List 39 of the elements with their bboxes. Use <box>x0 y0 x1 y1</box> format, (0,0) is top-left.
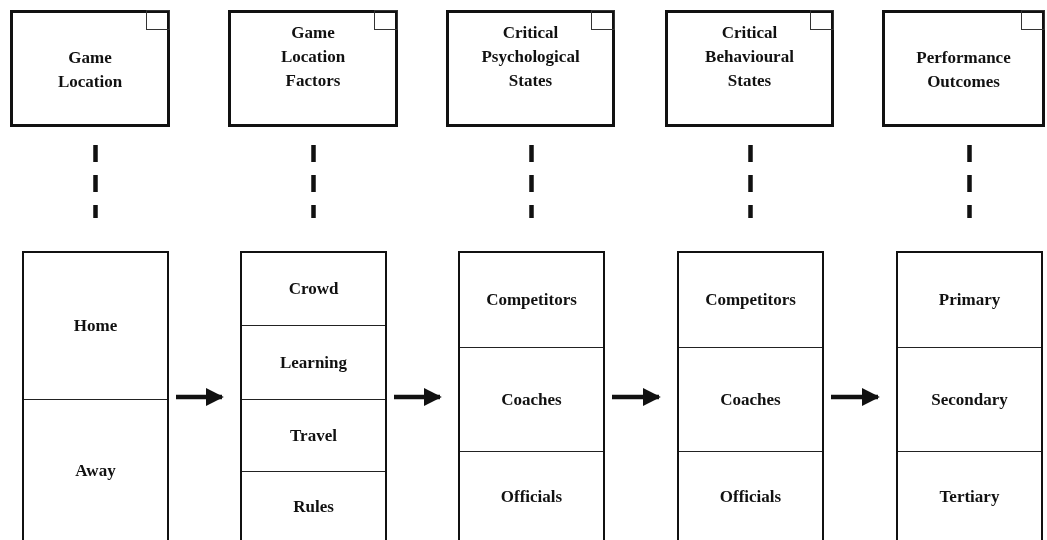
cell-label: Primary <box>938 290 1001 310</box>
cell-label: Learning <box>279 352 348 373</box>
cell-label: Competitors <box>705 290 796 310</box>
heading: Game Location <box>56 47 124 93</box>
arrow <box>394 388 442 406</box>
cell-label: Away <box>75 461 116 481</box>
cell-label: Officials <box>719 487 782 507</box>
dashed-line <box>311 145 316 218</box>
heading: Performance Outcomes <box>915 47 1012 93</box>
heading: Game Location Factors <box>279 22 347 92</box>
column-box <box>240 251 387 540</box>
process-box <box>665 10 834 127</box>
cell-label: Tertiary <box>939 487 1000 507</box>
column-box <box>458 251 605 540</box>
column-box <box>896 251 1043 540</box>
cell-label: Crowd <box>288 279 339 299</box>
cell-label: Travel <box>290 425 337 446</box>
heading: Critical Behavioural States <box>704 22 795 92</box>
process-box <box>10 10 170 127</box>
dashed-line <box>967 145 972 218</box>
dashed-line <box>529 145 534 218</box>
dashed-line <box>748 145 753 218</box>
column-box <box>22 251 169 540</box>
process-box <box>882 10 1045 127</box>
cell-label: Secondary <box>931 389 1008 410</box>
column-box <box>677 251 824 540</box>
arrow <box>831 388 880 406</box>
cell-label: Officials <box>500 487 563 507</box>
process-box <box>228 10 398 127</box>
cell-label: Coaches <box>501 389 562 410</box>
cell-label: Coaches <box>720 389 781 410</box>
process-box <box>446 10 615 127</box>
arrow <box>176 388 224 406</box>
cell-label: Competitors <box>486 290 577 310</box>
cell-label: Home <box>73 316 118 336</box>
arrow <box>612 388 661 406</box>
dashed-line <box>93 145 98 218</box>
heading: Critical Psychological States <box>480 22 581 92</box>
cell-label: Rules <box>293 497 334 517</box>
